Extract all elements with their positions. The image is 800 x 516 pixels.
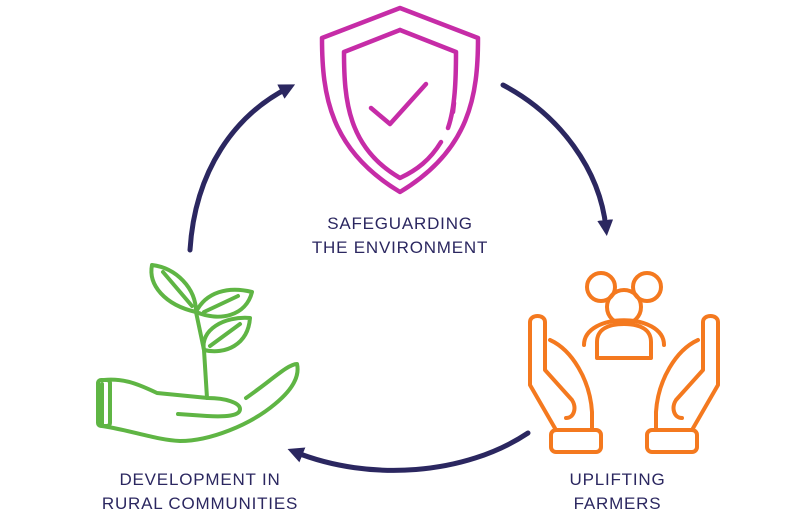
- hands-holding-people-icon: [528, 271, 720, 454]
- label-safeguarding-the-environment: SAFEGUARDING THE ENVIRONMENT: [300, 212, 500, 260]
- arrow-left-to-top: [187, 84, 296, 253]
- label-top-line1: SAFEGUARDING: [327, 214, 473, 233]
- arrow-right-to-left: [287, 430, 531, 473]
- label-right-line1: UPLIFTING: [569, 470, 666, 489]
- label-right-line2: FARMERS: [573, 494, 662, 513]
- arrow-top-to-right: [500, 82, 614, 236]
- label-left-line1: DEVELOPMENT IN: [119, 470, 281, 489]
- label-development-in-rural-communities: DEVELOPMENT IN RURAL COMMUNITIES: [75, 468, 325, 516]
- label-left-line2: RURAL COMMUNITIES: [101, 494, 299, 513]
- shield-check-icon: [319, 5, 481, 195]
- label-uplifting-farmers: UPLIFTING FARMERS: [545, 468, 690, 516]
- hand-holding-sprout-icon: [96, 263, 300, 443]
- label-top-line2: THE ENVIRONMENT: [311, 238, 489, 257]
- cycle-arrows: [187, 82, 614, 473]
